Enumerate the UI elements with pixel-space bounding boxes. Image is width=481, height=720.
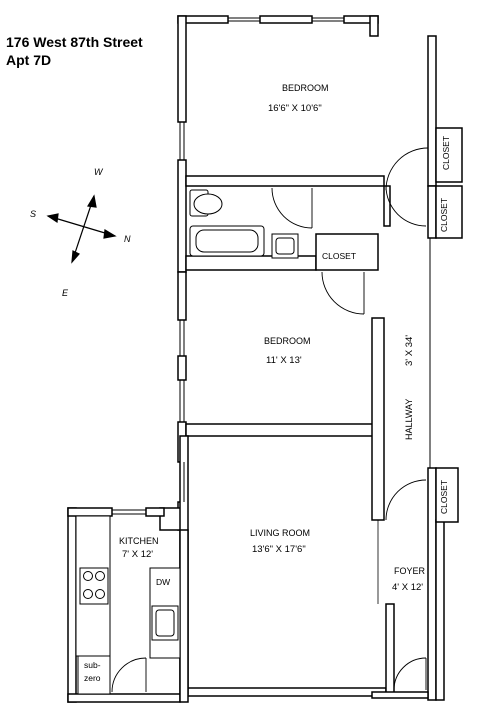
closet-boxes	[315, 127, 463, 523]
wall-left-4	[177, 355, 187, 381]
wall-left-2	[177, 159, 187, 273]
compass-rose	[46, 194, 117, 264]
wall-right-4	[435, 519, 445, 701]
bedroom2-name: BEDROOM	[264, 336, 311, 346]
wall-left-1	[177, 15, 187, 123]
door-swing-kitchen	[111, 657, 147, 693]
foyer-name: FOYER	[394, 566, 426, 576]
burner-3	[83, 589, 93, 599]
wall-bath-top	[185, 175, 385, 187]
bathroom-fixtures	[189, 189, 299, 259]
compass-arrow-s	[46, 213, 59, 224]
wall-top-b	[259, 15, 313, 24]
door-swing-hall-closet	[385, 479, 427, 521]
wall-living-bottom	[185, 687, 387, 697]
foyer-size: 4' X 12'	[392, 582, 423, 593]
address-line1: 176 West 87th Street	[6, 34, 143, 50]
compass-label-e: E	[62, 288, 69, 298]
kitchen-sink-basin	[155, 609, 175, 637]
closet-label-right3: CLOSET	[439, 480, 449, 514]
wall-right-3	[427, 467, 437, 701]
doors	[111, 147, 429, 693]
door-swing-closet2	[385, 185, 427, 227]
compass-label-w: W	[94, 167, 104, 177]
walls	[67, 15, 445, 703]
compass-axis-we	[71, 195, 95, 263]
closet-label-right1: CLOSET	[441, 136, 451, 170]
closet-label-right2: CLOSET	[439, 198, 449, 232]
fridge	[77, 655, 111, 695]
closet-box-2	[435, 185, 463, 239]
bedroom1-name: BEDROOM	[282, 83, 329, 93]
dishwasher-label: DW	[156, 577, 170, 587]
windows	[112, 17, 431, 604]
wall-right-2	[427, 185, 437, 239]
bathtub-basin	[195, 229, 259, 253]
hallway-size: 3' X 34'	[404, 335, 415, 366]
wall-kitchen-bottom	[67, 693, 181, 703]
wall-left-3	[177, 271, 187, 321]
wall-top-corner	[369, 15, 379, 37]
wall-kitchen-left	[67, 507, 77, 703]
bedroom1-size: 16'6" X 10'6"	[268, 103, 322, 114]
wall-kitchen-top-a	[67, 507, 113, 517]
compass-arrow-e	[71, 250, 80, 264]
compass-axis-sn	[47, 215, 116, 237]
toilet-bowl	[193, 193, 223, 215]
wall-foyer-left	[385, 603, 395, 697]
burner-4	[95, 589, 105, 599]
wall-kitchen-right	[179, 529, 189, 703]
compass-arrow-n	[103, 229, 117, 239]
compass-arrow-w	[87, 194, 97, 208]
fridge-label-1: sub-	[84, 660, 101, 670]
wall-bath-right-stub	[383, 185, 391, 227]
living-room-size: 13'6" X 17'6"	[252, 544, 306, 555]
closet-box-bath	[315, 233, 379, 271]
compass-label-n: N	[124, 234, 131, 244]
door-swing-closet-bath	[321, 271, 365, 315]
living-room-name: LIVING ROOM	[250, 528, 310, 538]
door-swing-entry	[393, 657, 427, 691]
wall-foyer-bottom	[371, 691, 429, 699]
address-line2: Apt 7D	[6, 52, 52, 68]
kitchen-size: 7' X 12'	[122, 549, 153, 560]
door-swing-bath	[271, 187, 313, 229]
hallway-name: HALLWAY	[404, 399, 414, 440]
wall-living-top	[185, 423, 379, 437]
wall-kitchen-top-b	[145, 507, 165, 517]
bedroom2-size: 11' X 13'	[266, 355, 302, 366]
kitchen-fixtures	[75, 515, 181, 695]
sink-basin	[275, 237, 295, 255]
closet-box-1	[435, 127, 463, 183]
burner-1	[83, 571, 93, 581]
wall-right-1	[427, 35, 437, 187]
wall-hall-left	[371, 317, 385, 521]
door-swing-bedroom1	[385, 147, 429, 191]
kitchen-name: KITCHEN	[119, 536, 159, 546]
closet-box-3	[435, 467, 459, 523]
closet-label-bath: CLOSET	[322, 251, 356, 261]
burner-2	[95, 571, 105, 581]
fridge-label-2: zero	[84, 673, 101, 683]
compass-label-s: S	[30, 209, 36, 219]
